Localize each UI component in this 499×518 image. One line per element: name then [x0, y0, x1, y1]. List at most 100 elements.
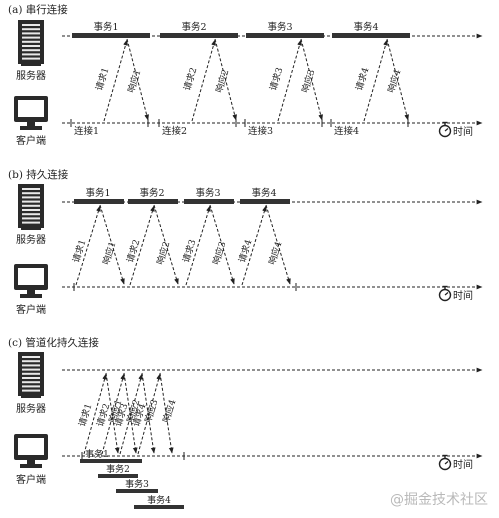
response-arrow — [141, 372, 156, 454]
client-label: 客户端 — [16, 134, 46, 147]
response-label: 响应1 — [100, 240, 119, 266]
response-label: 响应2 — [154, 240, 173, 266]
server-slot — [22, 204, 40, 207]
clock-hand — [444, 292, 449, 296]
request-arrow — [363, 39, 388, 122]
transaction-label: 事务3 — [267, 21, 292, 33]
server-slot — [22, 36, 40, 39]
response-arrow — [153, 204, 179, 285]
request-label: 请求3 — [267, 66, 286, 93]
response-arrow — [159, 372, 174, 454]
response-label: 响应4 — [266, 240, 285, 267]
response-arrow — [126, 38, 149, 121]
transaction-label: 事务4 — [353, 21, 378, 33]
transaction-4: 事务4 连接4 请求4 响应4 — [330, 21, 410, 137]
time-label: 时间 — [453, 289, 473, 302]
computer-monitor-icon — [14, 96, 48, 130]
server-slot — [22, 24, 40, 26]
server-slot — [22, 372, 40, 375]
time-label: 时间 — [453, 125, 473, 138]
request-label: 请求3 — [180, 238, 199, 265]
response-label: 响应3 — [210, 240, 229, 267]
transaction-label: 事务4 — [147, 494, 171, 506]
server-slot — [22, 364, 40, 367]
transaction-1: 事务1 连接1 请求1 响应1 — [70, 21, 150, 137]
server-slot — [22, 32, 40, 35]
connection-label: 连接4 — [334, 125, 359, 137]
request-label: 请求1 — [70, 238, 89, 264]
watermark-text: @掘金技术社区 — [390, 492, 488, 508]
response-arrow — [123, 372, 138, 454]
response-label: 响应4 — [385, 68, 404, 95]
transaction-label: 事务1 — [93, 21, 118, 33]
transaction-label: 事务2 — [181, 21, 206, 33]
server-base — [21, 226, 41, 230]
panel-title: (c) 管道化持久连接 — [8, 336, 99, 349]
response-arrow — [300, 38, 323, 121]
monitor-screen — [18, 100, 44, 117]
monitor-neck — [27, 290, 35, 294]
panel-title: (a) 串行连接 — [8, 3, 68, 16]
request-arrow — [75, 205, 101, 286]
server-slot — [22, 53, 40, 56]
response-label: 响应4 — [160, 398, 179, 425]
panel-title: (b) 持久连接 — [8, 168, 69, 181]
connection-label: 连接3 — [248, 125, 273, 137]
response-arrow — [265, 204, 291, 285]
stopwatch-icon — [438, 285, 452, 302]
server-slot — [22, 381, 40, 384]
server-slot — [22, 192, 40, 195]
response-arrow — [105, 372, 120, 454]
response-arrow — [386, 38, 409, 121]
server-slot — [22, 45, 40, 47]
server-slot — [22, 49, 40, 52]
request-label: 请求4 — [353, 66, 372, 93]
server-slot — [22, 389, 40, 392]
transaction-label: 事务2 — [139, 187, 164, 199]
server-label: 服务器 — [16, 69, 46, 82]
response-label: 响应2 — [213, 68, 232, 94]
request-arrow — [241, 205, 267, 286]
connection-label: 连接1 — [74, 125, 99, 137]
request-label: 请求2 — [181, 66, 200, 92]
server-base — [21, 62, 41, 66]
request-label: 请求2 — [124, 238, 143, 264]
request-arrow — [83, 373, 107, 455]
server-slot — [22, 360, 40, 363]
request-arrow — [103, 39, 128, 122]
transaction-bar — [98, 474, 138, 478]
server-slot — [22, 368, 40, 371]
response-label: 响应3 — [299, 68, 318, 95]
transaction-bar — [128, 199, 178, 204]
server-rack-icon — [18, 352, 44, 398]
monitor-screen — [18, 438, 44, 455]
transaction-3: 事务3 连接3 请求3 响应3 — [244, 21, 324, 137]
transaction-bar — [80, 459, 142, 463]
request-arrow — [101, 373, 125, 455]
request-label: 请求1 — [93, 66, 112, 92]
server-slot — [22, 188, 40, 190]
server-label: 服务器 — [16, 402, 46, 415]
transaction-label: 事务1 — [85, 187, 110, 199]
request-arrow — [191, 39, 216, 122]
transaction-bar — [74, 199, 124, 204]
time-label: 时间 — [453, 458, 473, 471]
clock-hand — [444, 461, 449, 465]
client-label: 客户端 — [16, 473, 46, 486]
transaction-bar — [134, 505, 184, 509]
response-label: 响应1 — [125, 68, 144, 94]
server-rack-icon — [18, 184, 44, 230]
request-arrow — [277, 39, 302, 122]
monitor-stand — [20, 126, 42, 130]
server-slot — [22, 28, 40, 31]
transaction-bar — [116, 489, 158, 493]
computer-monitor-icon — [14, 434, 48, 468]
request-arrow — [129, 205, 155, 286]
server-slot — [22, 200, 40, 203]
response-arrow — [209, 204, 235, 285]
